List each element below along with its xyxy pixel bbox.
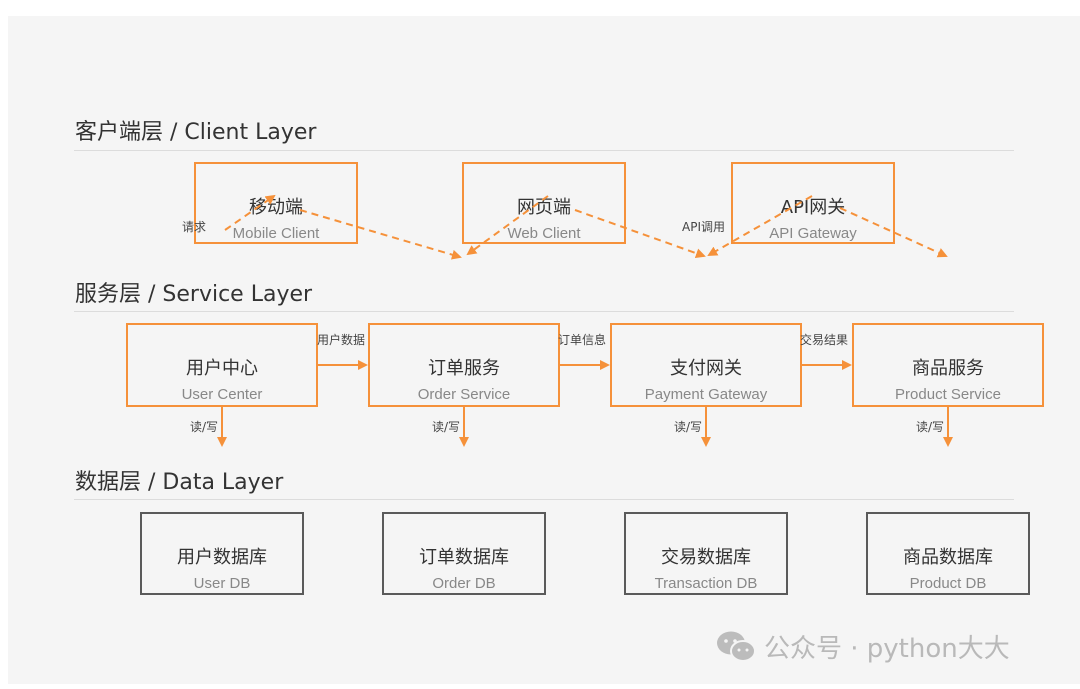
client-box-mobile: 移动端 Mobile Client: [194, 162, 358, 244]
box-subtitle: Mobile Client: [232, 225, 320, 242]
client-box-api-gateway: API网关 API Gateway: [731, 162, 895, 244]
edge-label-read-write: 读/写: [432, 420, 461, 434]
service-box-order: 订单服务 Order Service: [368, 323, 560, 407]
client-box-web: 网页端 Web Client: [462, 162, 626, 244]
edge-label-api-call: API调用: [682, 220, 725, 234]
watermark-text: 公众号 · python大大: [764, 634, 1010, 664]
box-subtitle: Product Service: [895, 386, 1001, 403]
arrow-request: [224, 194, 276, 231]
service-box-product: 商品服务 Product Service: [852, 323, 1044, 407]
box-subtitle: Order Service: [417, 386, 511, 403]
service-box-payment: 支付网关 Payment Gateway: [610, 323, 802, 407]
box-title: 用户中心: [186, 358, 258, 379]
db-box-product: 商品数据库 Product DB: [866, 512, 1030, 595]
layer-divider-data: [74, 499, 1014, 500]
box-title: 网页端: [517, 197, 571, 218]
box-subtitle: Transaction DB: [654, 575, 758, 592]
arrow-mobile-to-web: [299, 209, 462, 260]
box-title: 订单数据库: [419, 547, 509, 568]
service-box-user-center: 用户中心 User Center: [126, 323, 318, 407]
layer-title-data: 数据层 / Data Layer: [75, 470, 284, 495]
layer-divider-client: [74, 150, 1014, 151]
box-title: 订单服务: [428, 358, 500, 379]
box-subtitle: API Gateway: [769, 225, 857, 242]
watermark: 公众号 · python大大: [716, 628, 1010, 665]
box-title: 用户数据库: [177, 547, 267, 568]
box-subtitle: Product DB: [909, 575, 987, 592]
layer-title-service: 服务层 / Service Layer: [75, 282, 313, 307]
box-subtitle: User DB: [193, 575, 251, 592]
box-subtitle: User Center: [181, 386, 263, 403]
edge-label-user-data: 用户数据: [317, 333, 366, 347]
edge-label-read-write: 读/写: [916, 420, 945, 434]
layer-divider-service: [74, 311, 1014, 312]
box-subtitle: Web Client: [507, 225, 581, 242]
layer-title-client: 客户端层 / Client Layer: [75, 120, 317, 145]
wechat-icon: [717, 631, 756, 662]
edge-label-trade-result: 交易结果: [800, 333, 849, 347]
box-title: 商品数据库: [903, 547, 993, 568]
arrow-web-down: [466, 195, 549, 256]
db-box-transaction: 交易数据库 Transaction DB: [624, 512, 788, 595]
box-subtitle: Payment Gateway: [644, 386, 768, 403]
box-title: API网关: [780, 197, 846, 218]
box-title: 支付网关: [670, 358, 742, 379]
box-title: 交易数据库: [661, 547, 751, 568]
box-subtitle: Order DB: [432, 575, 496, 592]
db-box-order: 订单数据库 Order DB: [382, 512, 546, 595]
box-title: 商品服务: [912, 358, 984, 379]
arrow-api-out: [839, 207, 948, 258]
edge-label-request: 请求: [182, 220, 207, 234]
box-title: 移动端: [249, 197, 303, 218]
db-box-user: 用户数据库 User DB: [140, 512, 304, 595]
edge-label-read-write: 读/写: [190, 420, 219, 434]
edge-label-order-info: 订单信息: [558, 333, 607, 347]
edge-label-read-write: 读/写: [674, 420, 703, 434]
arrow-api-call: [707, 195, 813, 256]
arrow-web-to-api: [574, 209, 706, 259]
